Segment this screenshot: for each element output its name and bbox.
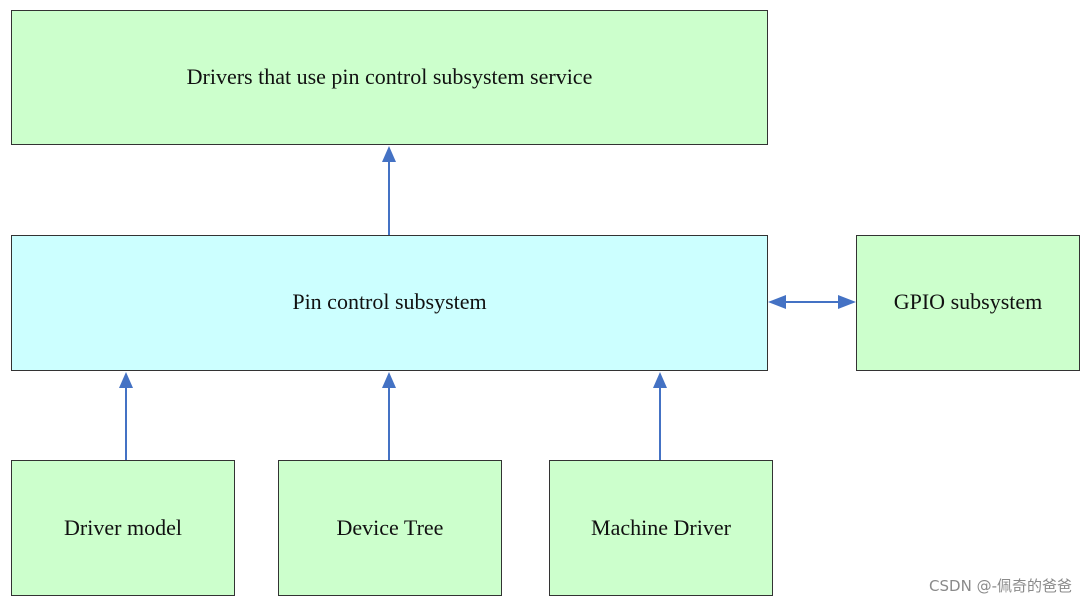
- drivers-using-pinctrl-box: Drivers that use pin control subsystem s…: [11, 10, 768, 145]
- machine-driver-label: Machine Driver: [591, 515, 731, 540]
- arrow-machine-driver-to-pinctrl: [653, 372, 667, 460]
- gpio-subsystem-label: GPIO subsystem: [893, 289, 1043, 314]
- gpio-subsystem-box: GPIO subsystem: [856, 235, 1080, 371]
- arrow-device-tree-to-pinctrl: [382, 372, 396, 460]
- pin-control-subsystem-label: Pin control subsystem: [292, 289, 487, 314]
- drivers-using-pinctrl-label: Drivers that use pin control subsystem s…: [186, 63, 593, 89]
- device-tree-box: Device Tree: [278, 460, 502, 596]
- arrow-pinctrl-to-drivers: [382, 146, 396, 235]
- machine-driver-box: Machine Driver: [549, 460, 773, 596]
- driver-model-label: Driver model: [64, 515, 182, 540]
- driver-model-box: Driver model: [11, 460, 235, 596]
- arrow-pinctrl-gpio-bidirectional: [768, 295, 856, 309]
- device-tree-label: Device Tree: [336, 515, 444, 540]
- pin-control-subsystem-box: Pin control subsystem: [11, 235, 768, 371]
- watermark: CSDN @-佩奇的爸爸: [929, 577, 1072, 595]
- arrow-driver-model-to-pinctrl: [119, 372, 133, 460]
